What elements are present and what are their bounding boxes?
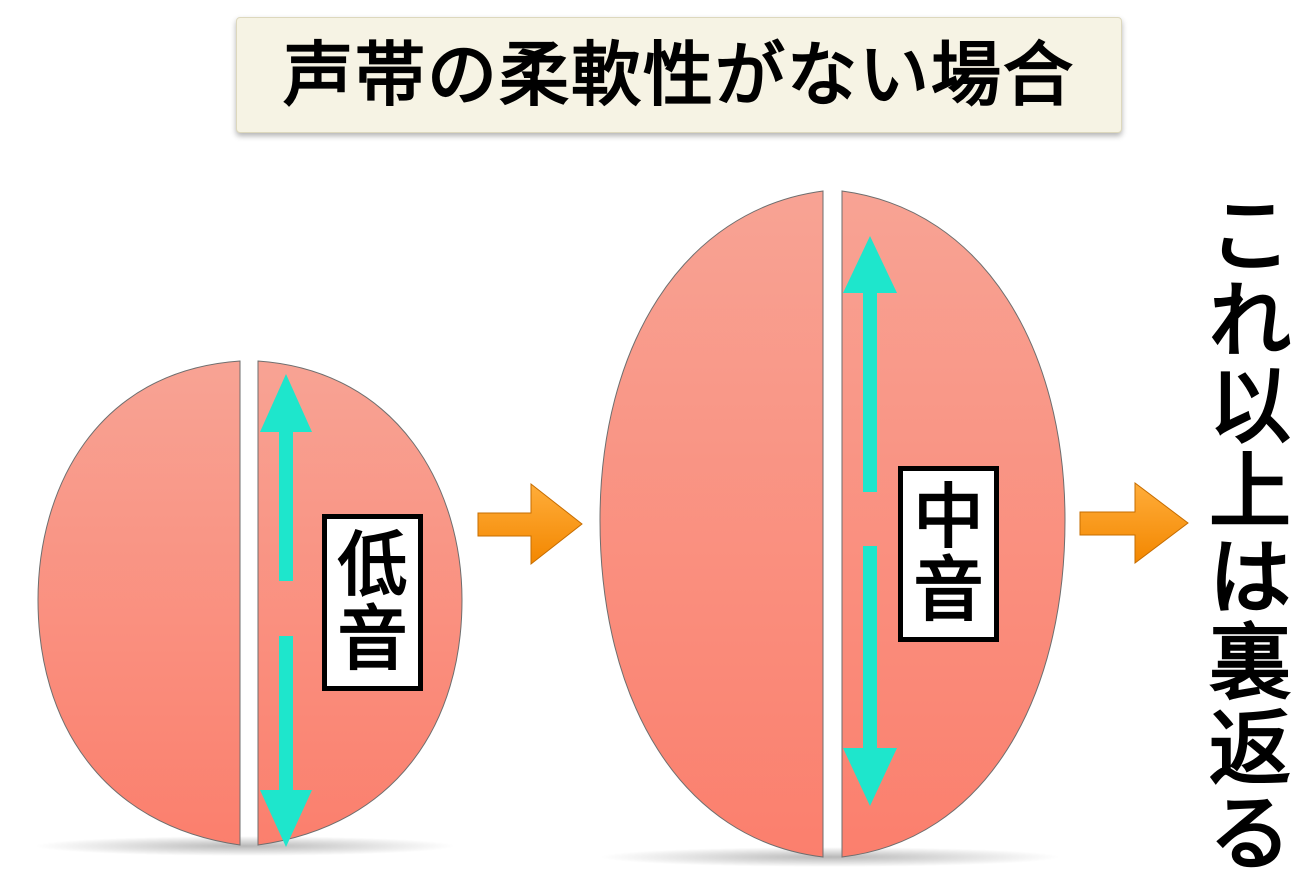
mid-label-char-2: 音 xyxy=(913,549,984,631)
mid-pitch-label: 中 音 xyxy=(898,466,999,642)
mid-stretch-arrow-down xyxy=(843,546,897,806)
mid-fold-shadow xyxy=(600,847,1060,867)
low-stretch-arrow-up xyxy=(260,374,312,581)
progress-arrow-2 xyxy=(1079,481,1189,565)
conclusion-char-4: 上 xyxy=(1208,445,1291,541)
mid-label-char-1: 中 xyxy=(913,475,984,558)
conclusion-char-5: は xyxy=(1208,530,1291,626)
low-label-char-2: 音 xyxy=(337,597,408,680)
conclusion-char-6: 裏 xyxy=(1208,616,1291,712)
conclusion-char-2: れ xyxy=(1208,274,1291,370)
mid-fold-left-half xyxy=(599,190,824,858)
conclusion-char-3: 以 xyxy=(1208,359,1291,455)
low-fold-shadow xyxy=(35,836,455,856)
page-title: 声帯の柔軟性がない場合 xyxy=(283,34,1075,116)
conclusion-char-1: こ xyxy=(1208,189,1291,284)
title-box: 声帯の柔軟性がない場合 xyxy=(236,17,1122,133)
low-label-char-1: 低 xyxy=(337,524,408,606)
conclusion-char-7: 返 xyxy=(1208,701,1291,797)
low-fold-left-half xyxy=(37,360,241,846)
conclusion-text: こ れ 以 上 は 裏 返 る xyxy=(1195,196,1305,876)
low-pitch-label: 低 音 xyxy=(322,514,423,691)
low-stretch-arrow-down xyxy=(260,636,312,847)
progress-arrow-1 xyxy=(477,482,583,566)
conclusion-char-8: る xyxy=(1208,786,1291,882)
mid-stretch-arrow-up xyxy=(843,236,897,492)
